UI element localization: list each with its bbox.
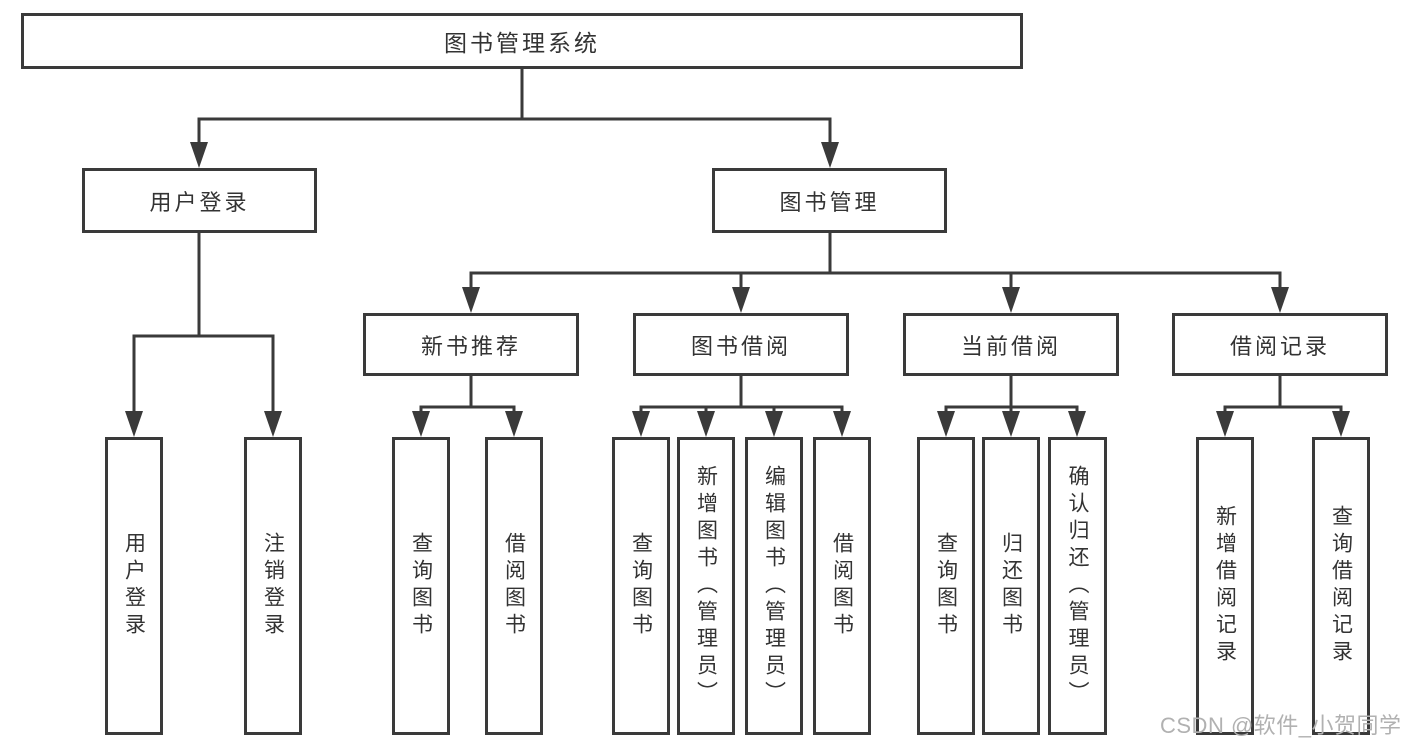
node-user-login: 用户登录 [82,168,317,233]
leaf-newbook-query-books: 查询图书 [392,437,450,735]
leaf-borrowing-edit-books-admin: 编辑图书（管理员） [745,437,803,735]
leaf-user-login: 用户登录 [105,437,163,735]
node-new-book-recommendation: 新书推荐 [363,313,579,376]
leaf-current-confirm-return-admin: 确认归还（管理员） [1048,437,1107,735]
leaf-borrowing-add-books-admin: 新增图书（管理员） [677,437,735,735]
node-book-borrowing: 图书借阅 [633,313,849,376]
node-current-borrowing: 当前借阅 [903,313,1119,376]
leaf-logout: 注销登录 [244,437,302,735]
leaf-borrowing-query-books: 查询图书 [612,437,670,735]
node-root: 图书管理系统 [21,13,1023,69]
leaf-records-add-record: 新增借阅记录 [1196,437,1254,735]
leaf-borrowing-borrow-books: 借阅图书 [813,437,871,735]
leaf-newbook-borrow-books: 借阅图书 [485,437,543,735]
leaf-current-return-books: 归还图书 [982,437,1040,735]
csdn-watermark: CSDN @软件_小贺同学 [1160,713,1402,738]
node-book-management: 图书管理 [712,168,947,233]
leaf-current-query-books: 查询图书 [917,437,975,735]
leaf-records-query-record: 查询借阅记录 [1312,437,1370,735]
node-borrowing-records: 借阅记录 [1172,313,1388,376]
